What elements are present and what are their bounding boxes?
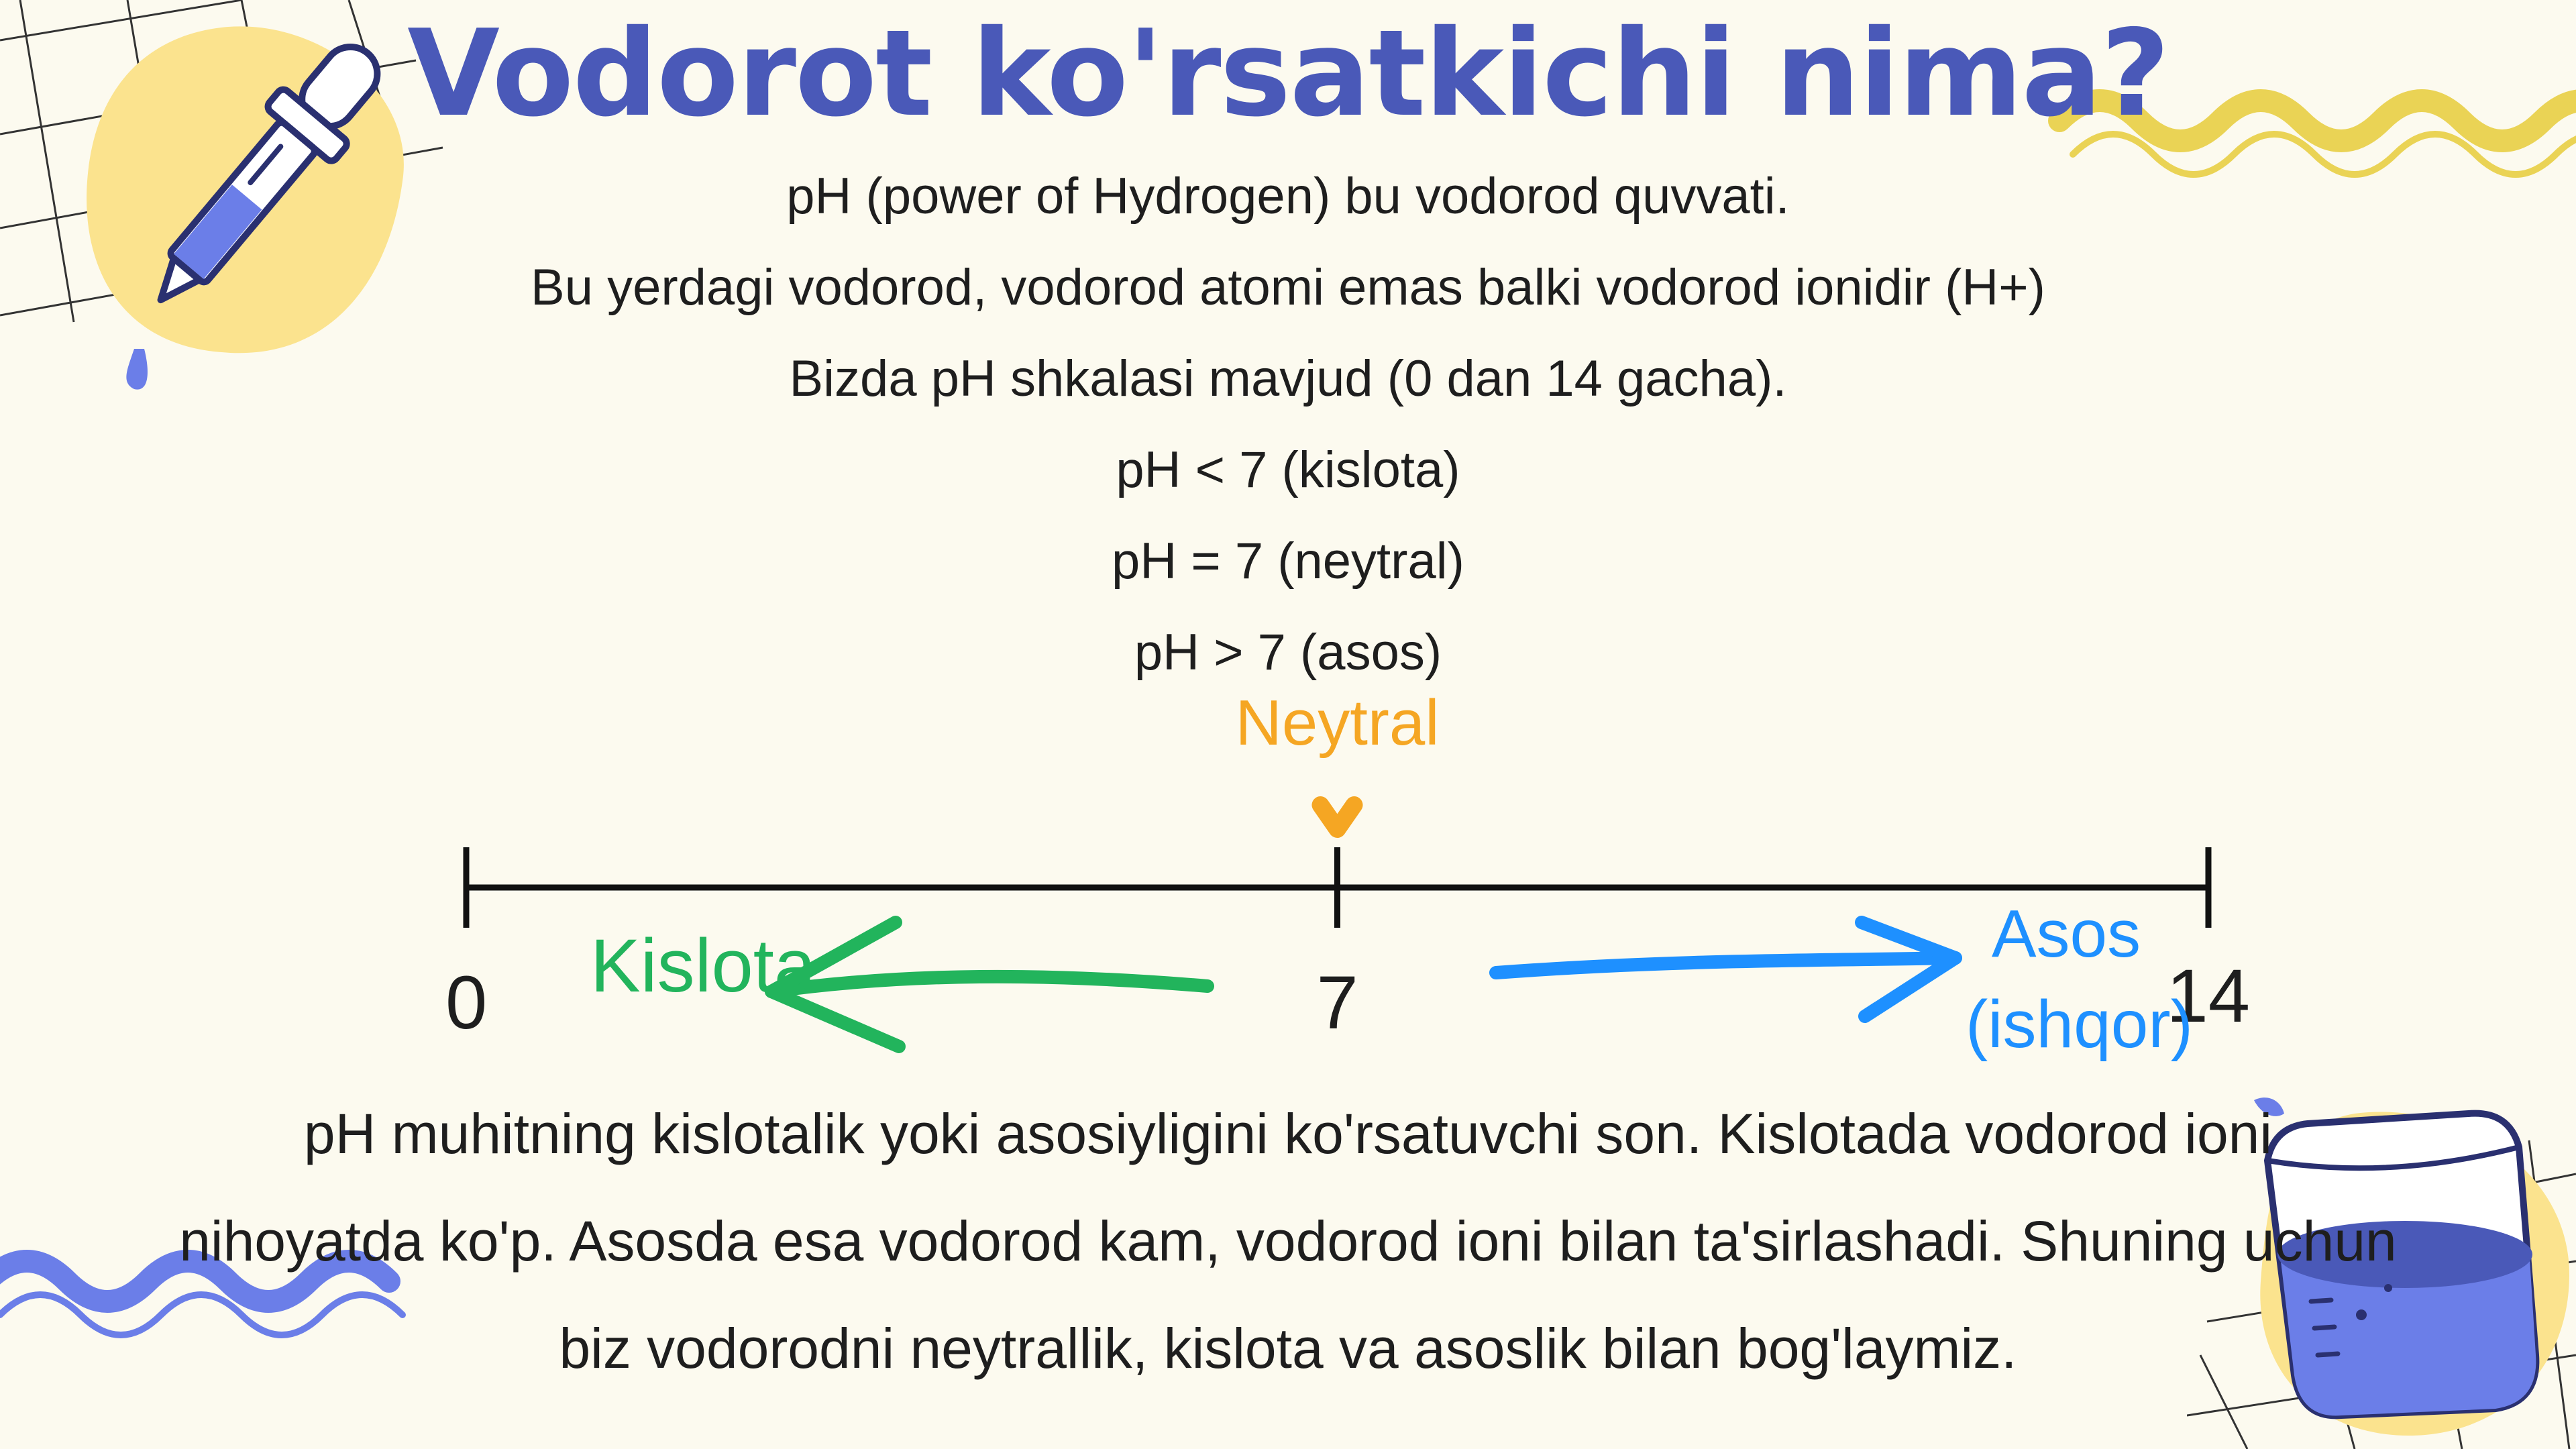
intro-line: pH = 7 (neytral)	[1112, 533, 1464, 590]
neutral-label: Neytral	[1235, 687, 1440, 759]
explanation-text: pH muhitning kislotalik yoki asosiyligin…	[168, 1080, 2408, 1402]
explanation-line: nihoyatda ko'p. Asosda esa vodorod kam, …	[179, 1210, 2397, 1273]
intro-line: pH > 7 (asos)	[1134, 624, 1442, 681]
base-label: Asos (ishqor)	[1966, 889, 2193, 1070]
tick-label-7: 7	[1316, 961, 1358, 1044]
yellow-wave-decoration	[2048, 89, 2576, 178]
tick-label-14: 14	[2166, 954, 2251, 1038]
intro-line: Bizda pH shkalasi mavjud (0 dan 14 gacha…	[789, 350, 1787, 407]
acid-label: Kislota	[590, 924, 816, 1008]
acid-arrow-icon	[765, 916, 1214, 1053]
intro-line: pH < 7 (kislota)	[1116, 441, 1460, 498]
page-title: Vodorot ko'rsatkichi nima?	[407, 4, 2170, 143]
neutral-marker-icon	[1311, 796, 1363, 838]
pipette-icon	[126, 44, 381, 390]
blue-wave-decoration	[0, 1250, 406, 1338]
base-label-line: Asos	[1991, 896, 2141, 971]
intro-line: pH (power of Hydrogen) bu vodorod quvvat…	[786, 168, 1790, 225]
explanation-line: biz vodorodni neytrallik, kislota va aso…	[559, 1317, 2017, 1380]
explanation-line: pH muhitning kislotalik yoki asosiyligin…	[303, 1102, 2273, 1165]
base-label-line: (ishqor)	[1966, 987, 2193, 1062]
base-arrow-icon	[1489, 916, 1962, 1023]
intro-text: pH (power of Hydrogen) bu vodorod quvvat…	[0, 151, 2576, 698]
tick-label-0: 0	[445, 961, 488, 1044]
beaker-icon	[2254, 1097, 2540, 1419]
intro-line: Bu yerdagi vodorod, vodorod atomi emas b…	[531, 259, 2045, 316]
